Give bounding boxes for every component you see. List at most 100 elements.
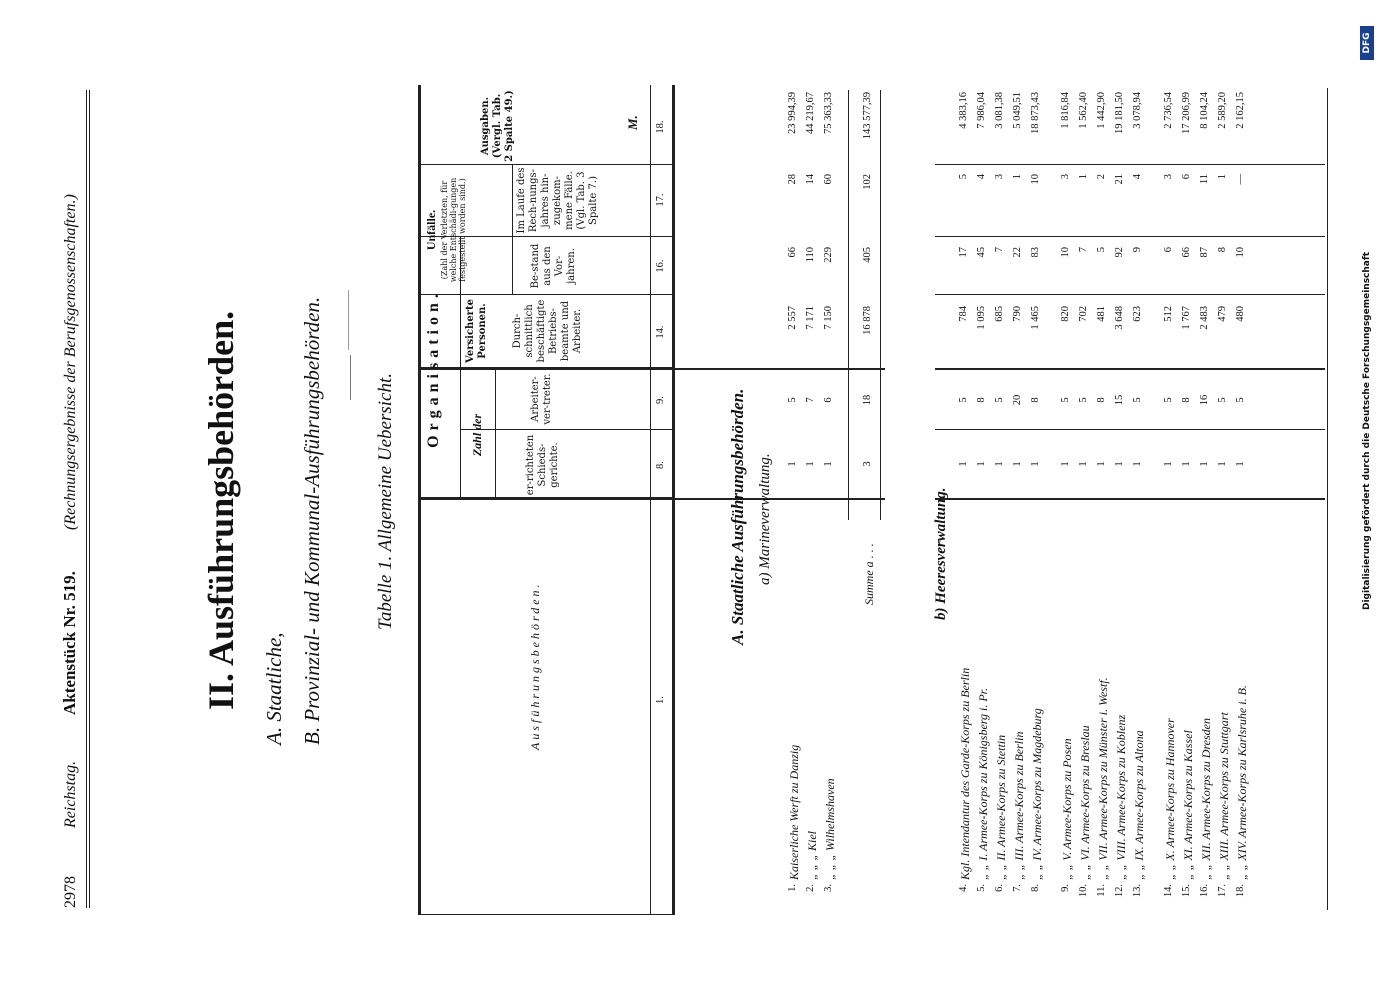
row-c17: —	[1235, 174, 1246, 185]
colnum-9: 9.	[655, 396, 666, 404]
row-c8: 1	[1060, 461, 1071, 467]
row-c9: 8	[1030, 397, 1041, 403]
row-c17: 21	[1114, 174, 1125, 185]
col-sep	[675, 498, 885, 500]
row-c14: 1 767	[1181, 306, 1192, 330]
col-sep	[418, 294, 672, 295]
row-c18: 2 589,20	[1217, 92, 1228, 129]
row-number: 13.	[1132, 884, 1143, 898]
row-name: „ „ X. Armee-Korps zu Hannover	[1163, 718, 1177, 880]
row-c16: 110	[805, 247, 816, 263]
row-c9: 5	[1078, 397, 1089, 403]
row-c8: 1	[976, 461, 987, 467]
row-c8: 1	[1078, 461, 1089, 467]
col-sep	[418, 497, 672, 500]
row-c17: 1	[1012, 174, 1023, 180]
row-c17: 4	[1132, 174, 1143, 180]
row-c17: 60	[823, 174, 834, 185]
table-caption: Tabelle 1. Allgemeine Uebersicht.	[375, 373, 396, 630]
table-top-rule	[418, 85, 421, 915]
row-c18: 3 078,94	[1132, 92, 1143, 129]
row-c8: 1	[1217, 461, 1228, 467]
row-c8: 1	[958, 461, 969, 467]
row-c14: 481	[1096, 306, 1107, 322]
row-c8: 1	[1163, 461, 1174, 467]
row-c9: 8	[1181, 397, 1192, 403]
row-c17: 1	[1217, 174, 1228, 180]
row-c18: 2 162,15	[1235, 92, 1246, 129]
row-c18: 2 736,54	[1163, 92, 1174, 129]
row-name: „ „ XII. Armee-Korps zu Dresden	[1199, 718, 1213, 880]
row-c17: 6	[1181, 174, 1192, 180]
funding-note: Digitalisierung gefördert durch die Deut…	[1362, 251, 1372, 610]
row-c16: 83	[1030, 247, 1041, 258]
row-c16: 7	[994, 247, 1005, 253]
row-name: Kgl. Intendantur des Garde-Korps zu Berl…	[958, 667, 972, 880]
col-sep	[935, 236, 1325, 237]
row-c17: 3	[994, 174, 1005, 180]
col1-header: Ausführungsbehörden.	[528, 581, 542, 750]
row-number: 8.	[1030, 884, 1041, 892]
row-c14: 2 483	[1199, 306, 1210, 330]
row-c9: 20	[1012, 394, 1023, 406]
row-name: „ „ VIII. Armee-Korps zu Koblenz	[1114, 714, 1128, 880]
row-c8: 1	[1012, 461, 1023, 467]
row-number: 3.	[823, 884, 834, 892]
col9-header: Arbeiter-ver-treter.	[530, 373, 553, 425]
row-c9: 5	[1217, 397, 1228, 403]
row-name: „ „ I. Armee-Korps zu Königsberg i. Pr.	[976, 687, 990, 880]
group-rule	[495, 370, 496, 500]
row-number: 11.	[1096, 884, 1107, 897]
row-c14: 623	[1132, 306, 1143, 322]
sum-rule	[848, 90, 849, 520]
sum-c16: 405	[862, 247, 873, 263]
row-c17: 11	[1199, 174, 1210, 185]
row-c17: 28	[787, 174, 798, 185]
row-c9: 5	[1132, 397, 1143, 403]
row-c14: 702	[1078, 306, 1089, 322]
row-c9: 6	[823, 397, 834, 403]
header-reichstag: Reichstag.	[62, 760, 79, 828]
row-c14: 3 648	[1114, 306, 1125, 330]
colnum-17: 17.	[655, 193, 666, 207]
row-c9: 7	[805, 397, 816, 403]
row-c9: 5	[787, 397, 798, 403]
col18-header: Ausgaben. (Vergl. Tab. 2 Spalte 49.)	[480, 90, 515, 162]
row-name: „ „ VI. Armee-Korps zu Breslau	[1078, 725, 1092, 880]
row-number: 17.	[1217, 884, 1228, 898]
section-item-b: B. Provinzial- und Kommunal-Ausführungsb…	[300, 296, 324, 745]
row-number: 2.	[805, 884, 816, 892]
col-sep	[460, 429, 672, 430]
col17-header: Im Laufe des Rech-nungs-jahres hin-zugek…	[516, 167, 599, 234]
row-number: 12.	[1114, 884, 1125, 898]
row-number: 5.	[976, 884, 987, 892]
row-c18: 7 986,04	[976, 92, 987, 129]
colnum-8: 8.	[655, 461, 666, 469]
dfg-logo: DFG	[1360, 26, 1374, 60]
zahl-der-header: Zahl der	[470, 413, 484, 457]
row-c14: 512	[1163, 306, 1174, 322]
section-item-a: A. Staatliche,	[262, 632, 286, 745]
colnum-16: 16.	[655, 259, 666, 273]
row-c17: 5	[958, 174, 969, 180]
sum-rule	[880, 90, 881, 520]
currency-label: M.	[625, 115, 640, 130]
row-c17: 2	[1096, 174, 1107, 180]
divider	[350, 355, 351, 400]
unfaelle-header: Unfälle.	[424, 209, 438, 251]
row-c16: 66	[787, 247, 798, 258]
row-c18: 18 873,43	[1030, 92, 1041, 134]
row-c18: 8 104,24	[1199, 92, 1210, 129]
col-sep	[418, 164, 672, 165]
col-sep	[935, 164, 1325, 165]
header-rule	[86, 90, 87, 908]
row-number: 6.	[994, 884, 1005, 892]
row-c14: 2 557	[787, 306, 798, 330]
row-c16: 17	[958, 247, 969, 258]
row-c18: 19 181,50	[1114, 92, 1125, 134]
row-number: 10.	[1078, 884, 1089, 898]
header-subtitle: (Rechnungsergebnisse der Berufsgenossens…	[62, 194, 79, 530]
page-number: 2978	[62, 876, 79, 908]
section-b-subtitle: b) Heeresverwaltung.	[933, 487, 949, 621]
row-c8: 1	[1199, 461, 1210, 467]
